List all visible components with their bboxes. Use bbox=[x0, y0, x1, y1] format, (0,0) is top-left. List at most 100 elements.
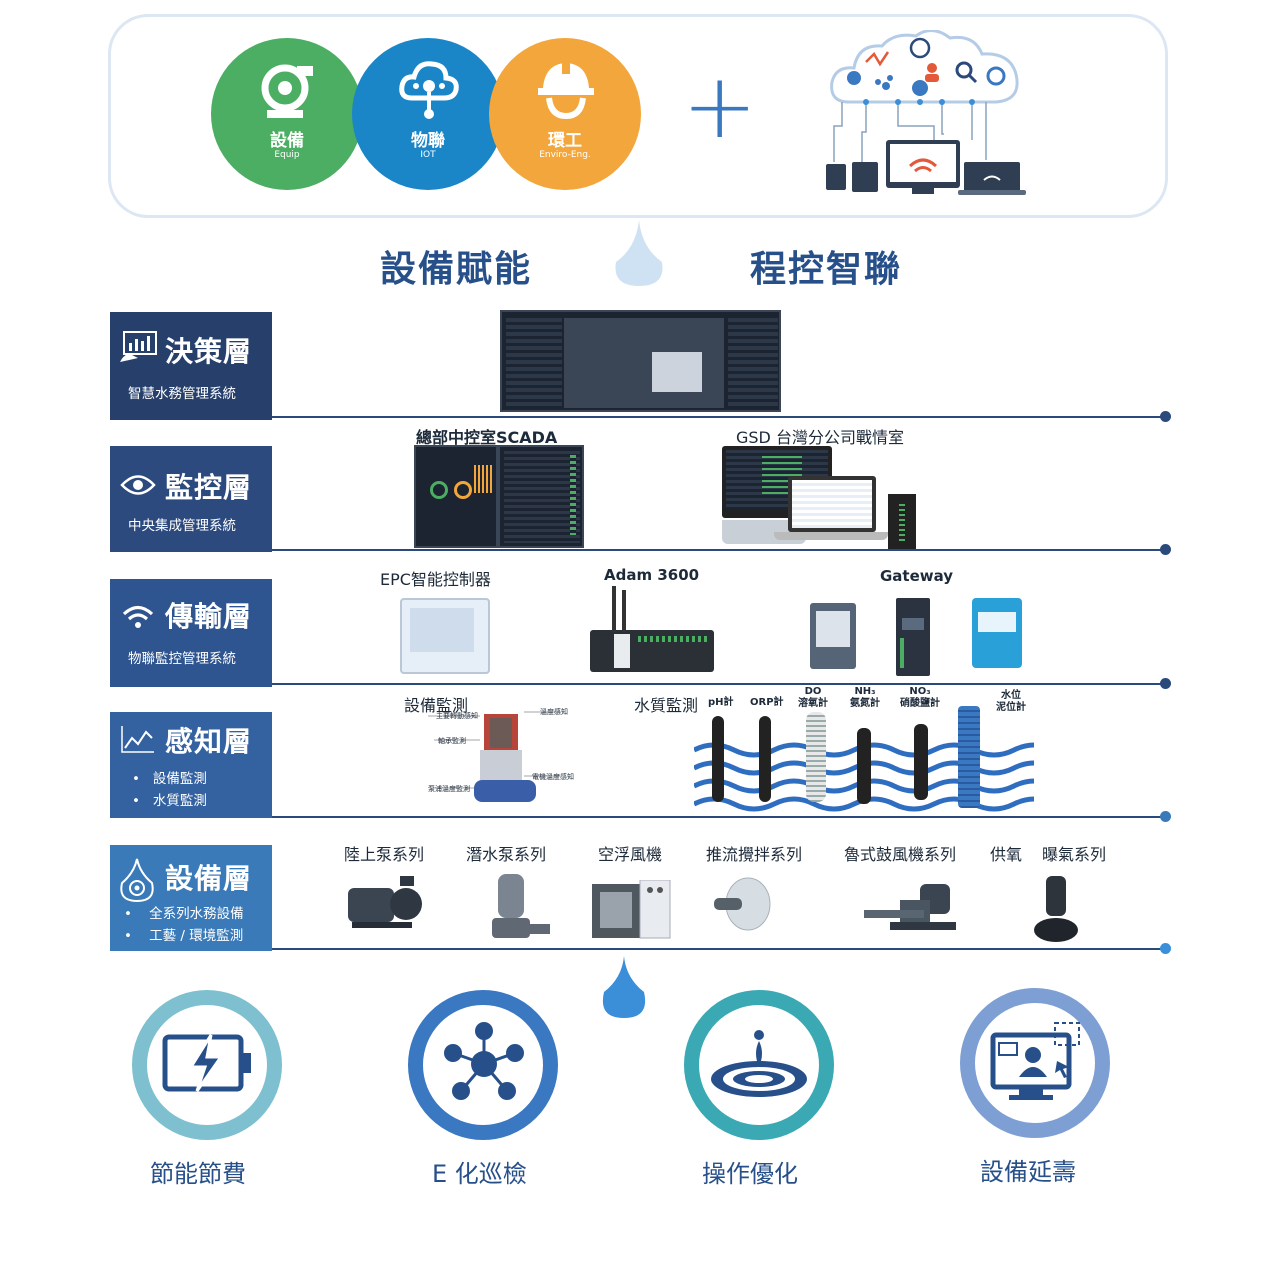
bullet-text: 設備監測 bbox=[152, 771, 207, 787]
benefit-label: E 化巡檢 bbox=[432, 1160, 527, 1188]
layer-divider bbox=[272, 948, 1166, 950]
circle-label: 設備 bbox=[270, 131, 304, 151]
eye-icon bbox=[120, 475, 156, 495]
water-drop-icon bbox=[602, 956, 646, 1018]
slogan-right: 程控智聯 bbox=[750, 249, 903, 290]
layer-title: 監控層 bbox=[165, 471, 253, 504]
equip-monitor-label: 設備監測 bbox=[404, 696, 469, 715]
circle-label: 物聯 bbox=[411, 131, 445, 151]
ph-probe bbox=[712, 716, 724, 802]
layer-divider-dot bbox=[1160, 544, 1171, 555]
benefit-label: 節能節費 bbox=[150, 1160, 246, 1188]
war-room-tower bbox=[888, 494, 916, 550]
layer-title: 設備層 bbox=[165, 862, 253, 895]
benefit-inspection-circle bbox=[408, 990, 558, 1140]
pump-icon bbox=[261, 64, 313, 118]
benefit-label: 設備延壽 bbox=[980, 1158, 1076, 1186]
layer-divider bbox=[272, 549, 1166, 551]
dashboard-icon bbox=[120, 331, 157, 362]
equip-label-roots: 魯式鼓風機系列 bbox=[844, 845, 957, 864]
equip-label-mixer: 推流攪拌系列 bbox=[706, 845, 803, 864]
layer-title: 傳輸層 bbox=[165, 600, 253, 633]
water-monitor-label: 水質監測 bbox=[634, 696, 699, 715]
layer-title: 決策層 bbox=[165, 335, 253, 368]
layer-divider-dot bbox=[1160, 943, 1171, 954]
layer-bullet: • 設備監測 bbox=[132, 771, 207, 787]
scada-screenshot-left bbox=[414, 445, 498, 548]
benefit-lifespan-circle bbox=[960, 988, 1110, 1138]
adam-antenna bbox=[612, 586, 616, 632]
water-drop-icon bbox=[615, 220, 663, 286]
water-ripple-icon bbox=[711, 1030, 807, 1097]
blower-cabinet-image bbox=[592, 880, 671, 939]
level-sensor bbox=[958, 706, 980, 808]
layer-subtitle: 中央集成管理系統 bbox=[128, 518, 236, 534]
cloud-devices-icon bbox=[826, 30, 1026, 195]
layer-transport: 傳輸層 物聯監控管理系統 bbox=[110, 579, 272, 687]
network-hub-icon bbox=[444, 1022, 524, 1100]
sensor-label-ph: pH計 bbox=[708, 697, 734, 708]
layer-sensing: 感知層 • 設備監測 • 水質監測 bbox=[110, 712, 272, 818]
water-waves bbox=[694, 742, 1034, 812]
sensor-label-no3: NO₃ 硝酸鹽計 bbox=[900, 686, 940, 709]
layer-subtitle: 物聯監控管理系統 bbox=[128, 651, 236, 667]
mixer-image bbox=[714, 877, 771, 931]
scada-screenshot-right bbox=[498, 445, 584, 548]
scada-label: 總部中控室SCADA bbox=[416, 428, 558, 447]
gateway-device-2 bbox=[896, 598, 930, 676]
land-pump-image bbox=[348, 876, 422, 928]
sensor-label-level: 水位 泥位計 bbox=[996, 690, 1026, 713]
circle-sublabel: IOT bbox=[420, 150, 436, 160]
cloud-network-icon bbox=[399, 61, 459, 119]
bullet-text: 水質監測 bbox=[152, 793, 207, 809]
sensor-label-nh3: NH₃ 氨氮計 bbox=[850, 686, 880, 709]
war-room-label: GSD 台灣分公司戰情室 bbox=[736, 428, 904, 447]
pump-cutaway-diagram bbox=[428, 711, 560, 802]
nh3-probe bbox=[857, 728, 871, 804]
gear-drop-icon bbox=[120, 858, 154, 903]
slogan-left: 設備賦能 bbox=[380, 249, 533, 290]
equip-label-aeration: 曝氣系列 bbox=[1042, 845, 1107, 864]
bullet-text: 工藝 / 環境監測 bbox=[149, 928, 244, 944]
submersible-pump-image bbox=[492, 874, 550, 938]
equip-label-submersible: 潛水泵系列 bbox=[466, 845, 547, 864]
layer-decision: 決策層 智慧水務管理系統 bbox=[110, 312, 272, 420]
circle-iot: 物聯 IOT bbox=[352, 38, 504, 190]
war-room-laptop-base bbox=[774, 532, 888, 540]
bullet-text: 全系列水務設備 bbox=[149, 906, 244, 922]
no3-probe bbox=[914, 724, 928, 800]
layer-divider bbox=[272, 416, 1166, 418]
benefit-energy-circle bbox=[132, 990, 282, 1140]
equip-label-oxygen: 供氧 bbox=[990, 845, 1023, 864]
benefit-label: 操作優化 bbox=[702, 1160, 798, 1188]
battery-bolt-icon bbox=[162, 1034, 251, 1092]
pump-part-label: 溫度感知 bbox=[540, 708, 568, 716]
sensor-label-orp: ORP計 bbox=[750, 697, 784, 708]
linechart-icon bbox=[121, 726, 154, 753]
circle-equip: 設備 Equip bbox=[211, 38, 363, 190]
war-room-laptop bbox=[788, 476, 876, 532]
wifi-icon bbox=[122, 605, 154, 628]
layer-divider-dot bbox=[1160, 678, 1171, 689]
aerator-image bbox=[1034, 876, 1078, 942]
roots-blower-image bbox=[864, 884, 956, 930]
monitor-user-icon bbox=[990, 1022, 1080, 1100]
pump-part-label: 電機溫度感知 bbox=[532, 773, 574, 781]
pump-part-label: 主要轉動感知 bbox=[436, 712, 478, 720]
layer-title: 感知層 bbox=[165, 725, 253, 758]
layer-divider bbox=[272, 683, 1166, 685]
layer-bullet: • 全系列水務設備 bbox=[124, 906, 244, 922]
layer-equipment: 設備層 • 全系列水務設備 • 工藝 / 環境監測 bbox=[110, 845, 272, 951]
circle-sublabel: Equip bbox=[274, 150, 300, 160]
layer-bullet: • 工藝 / 環境監測 bbox=[124, 928, 244, 944]
benefit-optimize-circle bbox=[684, 990, 834, 1140]
layer-divider bbox=[272, 816, 1166, 818]
adam-antenna bbox=[622, 590, 626, 632]
do-probe bbox=[806, 712, 826, 802]
circle-enviro: 環工 Enviro-Eng. bbox=[489, 38, 641, 190]
circle-label: 環工 bbox=[548, 131, 582, 151]
adam-label: Adam 3600 bbox=[604, 566, 700, 584]
pump-part-label: 泵浦溫度監測 bbox=[428, 785, 470, 793]
layer-subtitle: 智慧水務管理系統 bbox=[128, 386, 236, 402]
hardhat-icon bbox=[538, 60, 594, 120]
